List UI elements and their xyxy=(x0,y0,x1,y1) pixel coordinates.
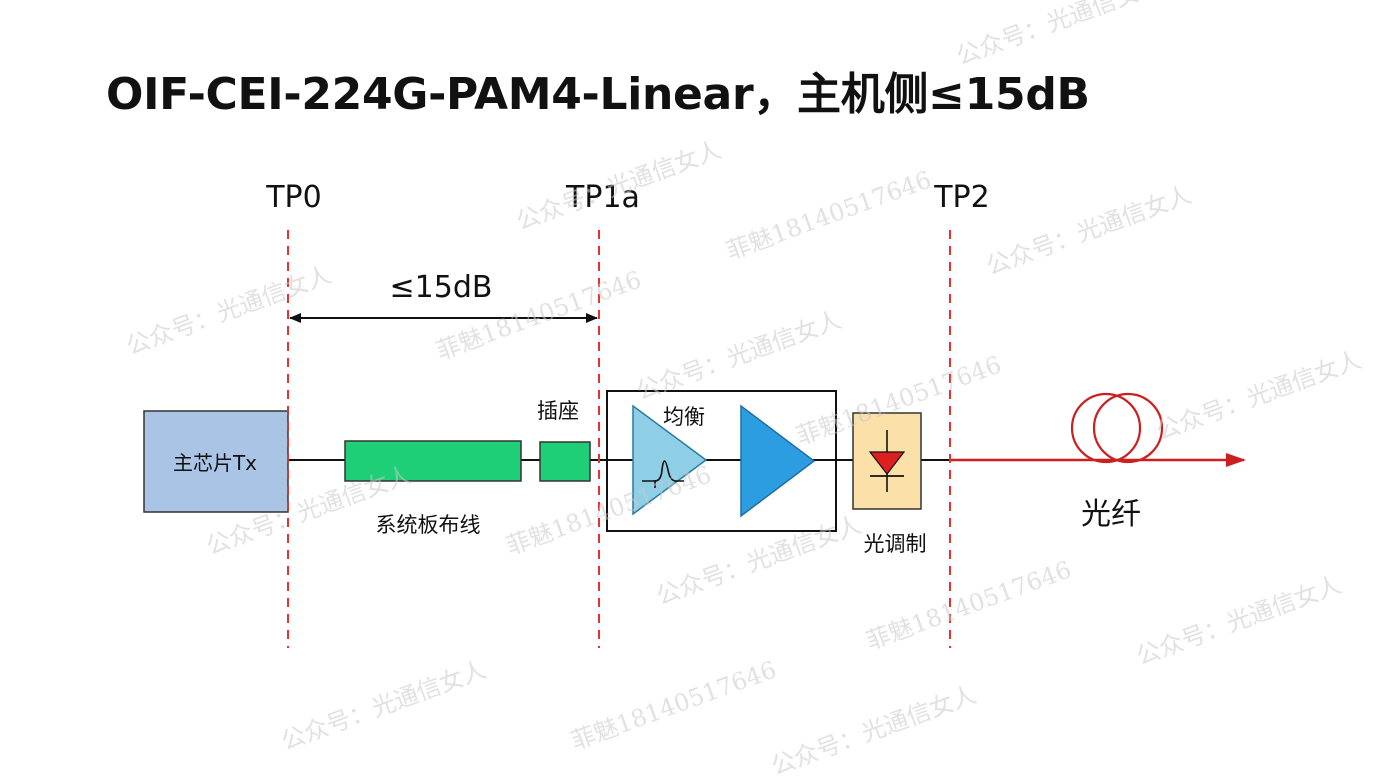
watermark-text: 公众号：光通信女人 xyxy=(122,260,335,360)
module-box xyxy=(606,390,837,532)
host-chip-block xyxy=(143,410,289,513)
modulator-label: 光调制 xyxy=(864,532,927,556)
eq-response-icon xyxy=(642,460,684,482)
watermark-text: 公众号：光通信女人 xyxy=(767,680,980,779)
watermark-text: 菲魅18140517646 xyxy=(502,460,715,560)
fiber-label: 光纤 xyxy=(1081,497,1141,532)
tp1a-label: TP1a xyxy=(565,180,640,215)
connector-block xyxy=(539,441,591,482)
watermark-text: 公众号：光通信女人 xyxy=(1132,570,1345,670)
watermark-text: 菲魅18140517646 xyxy=(567,655,780,755)
tp0-label: TP0 xyxy=(265,180,322,215)
host-chip-label: 主芯片Tx xyxy=(173,451,257,475)
tp2-label: TP2 xyxy=(933,180,990,215)
watermark-text: 公众号：光通信女人 xyxy=(1152,345,1365,445)
connector-label: 插座 xyxy=(537,399,579,423)
diode-icon xyxy=(868,451,906,475)
watermark-text: 公众号：光通信女人 xyxy=(512,135,725,235)
equalizer-icon xyxy=(632,404,708,516)
pcb-trace-label: 系统板布线 xyxy=(376,513,481,537)
watermark-text: 公众号：光通信女人 xyxy=(952,0,1165,71)
equalizer-label: 均衡 xyxy=(663,405,705,429)
watermark-text: 菲魅18140517646 xyxy=(862,555,1075,655)
page-title: OIF-CEI-224G-PAM4-Linear，主机侧≤15dB xyxy=(106,69,1090,120)
loss-budget-label: ≤15dB xyxy=(390,270,493,305)
watermark-layer: 公众号：光通信女人 公众号：光通信女人 公众号：光通信女人 公众号：光通信女人 … xyxy=(122,0,1365,779)
watermark-text: 公众号：光通信女人 xyxy=(277,655,490,755)
watermark-text: 公众号：光通信女人 xyxy=(982,180,1195,280)
pcb-trace-block xyxy=(344,440,522,482)
watermark-text: 公众号：光通信女人 xyxy=(652,510,865,610)
amplifier-icon xyxy=(740,404,816,518)
fiber-coil-icon xyxy=(1070,392,1142,464)
watermark-text: 菲魅18140517646 xyxy=(722,165,935,265)
